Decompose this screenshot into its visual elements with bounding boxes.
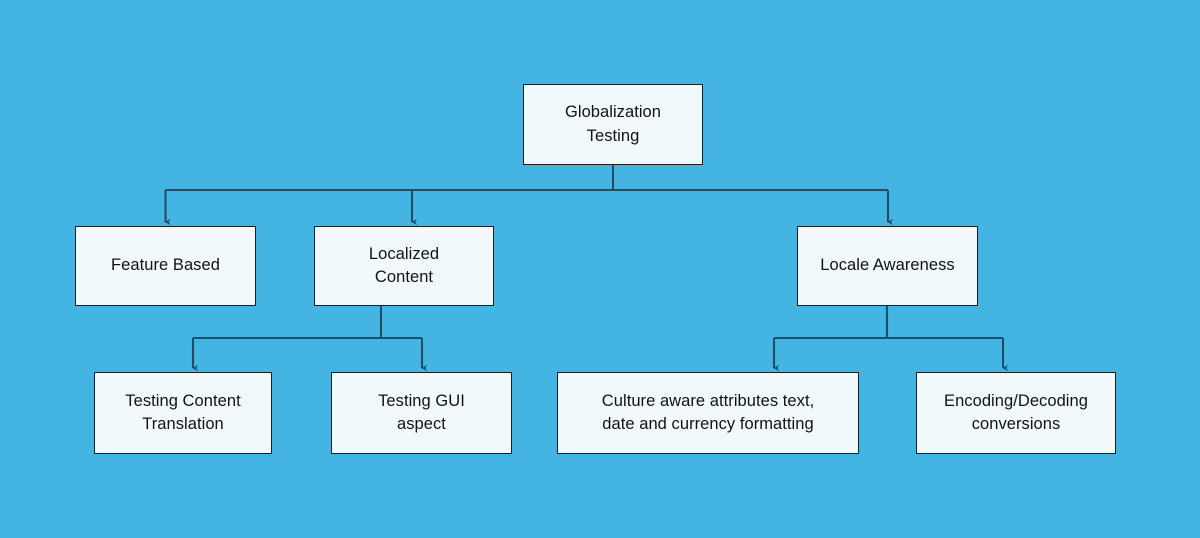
node-label: Testing Content Translation xyxy=(125,391,241,433)
node-encoding-decoding-conversions[interactable]: Encoding/Decoding conversions xyxy=(916,372,1116,454)
node-label: Localized Content xyxy=(368,244,440,286)
node-globalization-testing[interactable]: Globalization Testing xyxy=(523,84,703,165)
node-label: Culture aware attributes text, date and … xyxy=(601,391,815,433)
node-label: Feature Based xyxy=(111,256,220,275)
node-testing-gui-aspect[interactable]: Testing GUI aspect xyxy=(331,372,512,454)
node-label: Locale Awareness xyxy=(820,256,955,275)
node-label: Globalization Testing xyxy=(564,103,662,145)
node-testing-content-translation[interactable]: Testing Content Translation xyxy=(94,372,272,454)
node-feature-based[interactable]: Feature Based xyxy=(75,226,256,306)
node-label: Testing GUI aspect xyxy=(378,391,465,433)
node-label: Encoding/Decoding conversions xyxy=(944,391,1088,433)
node-locale-awareness[interactable]: Locale Awareness xyxy=(797,226,978,306)
node-culture-aware-attributes[interactable]: Culture aware attributes text, date and … xyxy=(557,372,859,454)
node-localized-content[interactable]: Localized Content xyxy=(314,226,494,306)
